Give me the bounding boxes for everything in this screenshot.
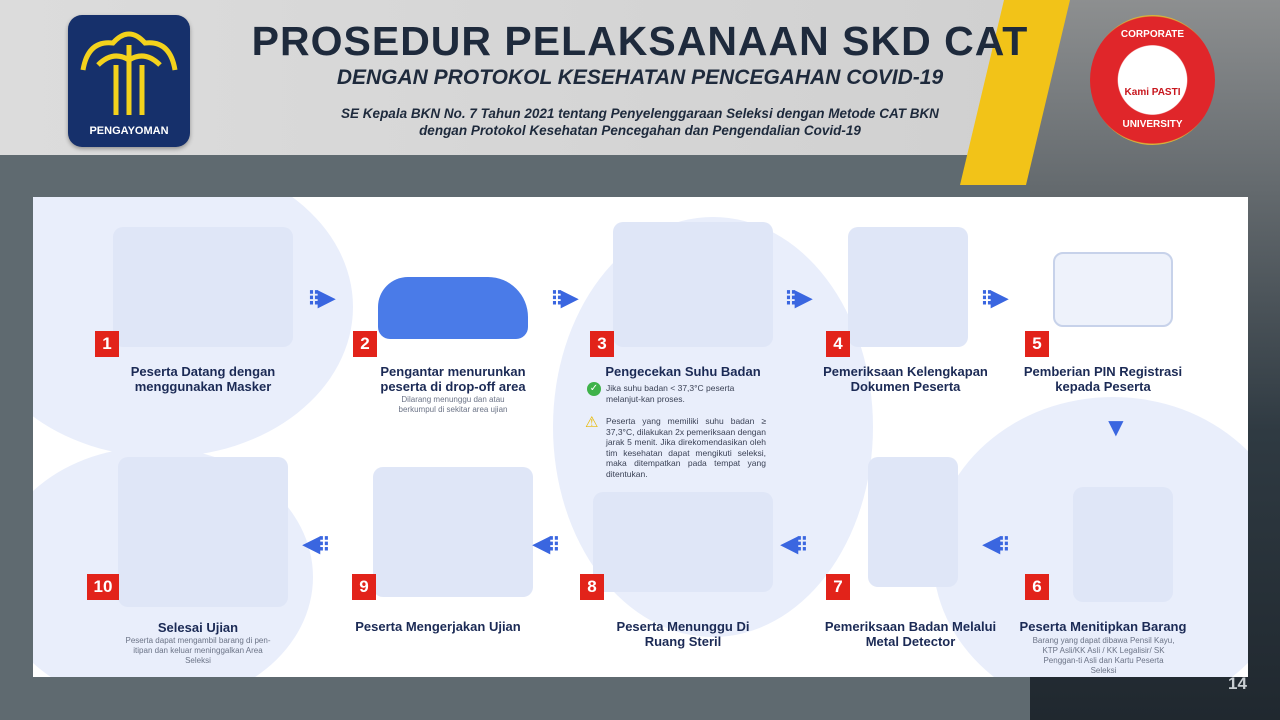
reference-line-2: dengan Protokol Kesehatan Pencegahan dan… [419, 123, 861, 138]
logo-caption: PENGAYOMAN [89, 125, 169, 137]
step-number-badge: 3 [590, 331, 614, 357]
step-number-badge: 7 [826, 574, 850, 600]
step-description: Barang yang dapat dibawa Pensil Kayu, KT… [1032, 636, 1175, 675]
arrow-right-icon: ⁝⁝▶ [308, 285, 335, 310]
step-title: Peserta Menunggu Di Ruang Steril [616, 619, 750, 649]
illustration-metal-detector [868, 457, 958, 587]
arrow-right-icon: ⁝⁝▶ [981, 285, 1008, 310]
page-number: 14 [1228, 674, 1247, 693]
illustration-pin-screen [1053, 252, 1173, 327]
illustration-locker [1073, 487, 1173, 602]
step-number-badge: 5 [1025, 331, 1049, 357]
step-title: Peserta Datang dengan menggunakan Masker [130, 364, 276, 394]
illustration-finish-line [118, 457, 288, 607]
check-icon: ✓ [587, 382, 601, 396]
illustration-people-masks [113, 227, 293, 347]
step-number-badge: 8 [580, 574, 604, 600]
arrow-left-icon: ◀⁝⁝ [781, 531, 808, 556]
step-number-badge: 10 [87, 574, 119, 600]
step-number-badge: 2 [353, 331, 377, 357]
note-warning: Peserta yang memiliki suhu badan ≥ 37,3°… [606, 416, 766, 479]
illustration-temperature-check [613, 222, 773, 347]
step-title: Pengecekan Suhu Badan [605, 364, 761, 379]
step-description: Peserta dapat mengambil barang di pen-it… [125, 636, 271, 665]
arrow-left-icon: ◀⁝⁝ [983, 531, 1010, 556]
page-subtitle: DENGAN PROTOKOL KESEHATAN PENCEGAHAN COV… [336, 66, 944, 89]
arrow-right-icon: ⁝⁝▶ [551, 285, 578, 310]
arrow-down-icon: ▼ [1103, 412, 1129, 442]
step-title: Pemberian PIN Registrasi kepada Peserta [1023, 364, 1183, 394]
seal-top-text: CORPORATE [1120, 29, 1185, 40]
arrow-left-icon: ◀⁝⁝ [533, 531, 560, 556]
page-title: PROSEDUR PELAKSANAAN SKD CAT [251, 18, 1029, 64]
illustration-car [378, 277, 528, 339]
step-number-badge: 1 [95, 331, 119, 357]
reference-text: SE Kepala BKN No. 7 Tahun 2021 tentang P… [240, 105, 1040, 139]
corporate-university-seal: CORPORATE Kami PASTI UNIVERSITY [1090, 15, 1215, 145]
seal-bottom-text: UNIVERSITY [1122, 119, 1183, 130]
seal-mid-text: Kami PASTI [1124, 87, 1181, 98]
illustration-exam [373, 467, 533, 597]
step-title: Pengantar menurunkan peserta di drop-off… [380, 364, 526, 394]
step-description: Dilarang menunggu dan atau berkumpul di … [398, 395, 508, 414]
step-title: Pemeriksaan Badan Melalui Metal Detector [824, 619, 997, 649]
note-ok: Jika suhu badan < 37,3°C peserta melanju… [606, 383, 735, 404]
arrow-right-icon: ⁝⁝▶ [785, 285, 812, 310]
step-number-badge: 6 [1025, 574, 1049, 600]
pengayoman-logo: PENGAYOMAN [68, 15, 190, 147]
infographic-panel: ⁝⁝▶ ⁝⁝▶ ⁝⁝▶ ⁝⁝▶ ▼ ◀⁝⁝ ◀⁝⁝ ◀⁝⁝ ◀⁝⁝ 1 Pese… [33, 197, 1248, 677]
step-title: Selesai Ujian [157, 620, 239, 635]
step-number-badge: 9 [352, 574, 376, 600]
step-number-badge: 4 [826, 331, 850, 357]
step-title: Peserta Menitipkan Barang [1019, 619, 1187, 634]
arrow-left-icon: ◀⁝⁝ [303, 531, 330, 556]
pengayoman-emblem-icon [80, 31, 178, 115]
illustration-waiting-room [593, 492, 773, 592]
warning-icon: ⚠ [585, 414, 599, 431]
reference-line-1: SE Kepala BKN No. 7 Tahun 2021 tentang P… [341, 106, 939, 121]
step-title: Peserta Mengerjakan Ujian [355, 619, 521, 634]
illustration-documents [848, 227, 968, 347]
step-title: Pemeriksaan Kelengkapan Dokumen Peserta [823, 364, 988, 394]
